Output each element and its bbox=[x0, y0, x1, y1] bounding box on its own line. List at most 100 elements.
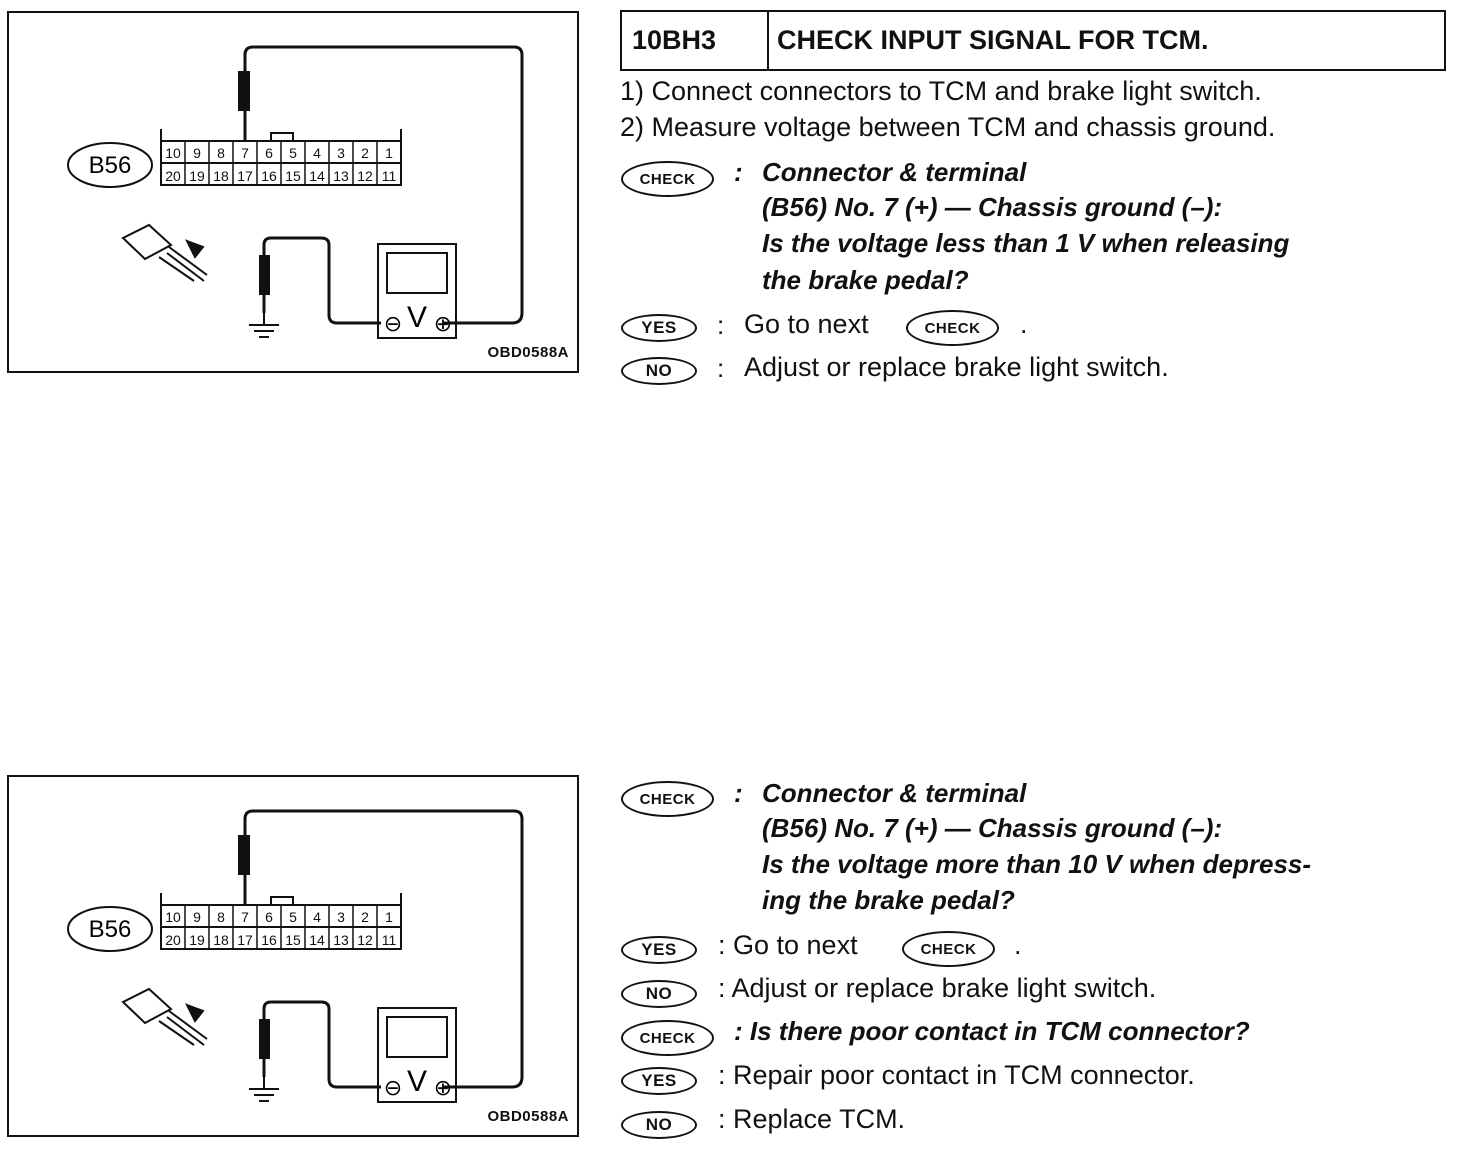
connector-pictogram-icon bbox=[121, 223, 208, 282]
step-header: 10BH3 CHECK INPUT SIGNAL FOR TCM. bbox=[620, 10, 1446, 71]
check-badge-icon: CHECK bbox=[906, 310, 999, 346]
connector-pin-label: 18 bbox=[213, 168, 229, 184]
probe-ground bbox=[259, 255, 270, 295]
check3-no-text: : Replace TCM. bbox=[718, 1104, 906, 1134]
yes-badge-icon: YES bbox=[621, 314, 697, 342]
connector-pin-label: 19 bbox=[189, 932, 205, 948]
connector-pin-label: 16 bbox=[261, 932, 277, 948]
connector-pin-label: 17 bbox=[237, 932, 253, 948]
step-title: CHECK INPUT SIGNAL FOR TCM. bbox=[777, 25, 1209, 55]
ground-symbol-icon bbox=[249, 1077, 279, 1102]
check-badge-icon: CHECK bbox=[621, 1020, 714, 1056]
probe-positive bbox=[238, 71, 250, 111]
connector-pin-label: 3 bbox=[337, 909, 345, 925]
probe-wire-positive bbox=[243, 45, 524, 325]
connector-pin-label: 19 bbox=[189, 168, 205, 184]
check1-line-1: Connector & terminal bbox=[762, 157, 1027, 187]
connector-label-oval bbox=[67, 142, 153, 188]
check1-yes-text: Go to next bbox=[744, 309, 869, 339]
check2-yes-tail: . bbox=[1014, 930, 1022, 960]
check2-line-2: (B56) No. 7 (+) — Chassis ground (–): bbox=[762, 813, 1223, 843]
connector-pin-label: 13 bbox=[333, 168, 349, 184]
check2-line-3: Is the voltage more than 10 V when depre… bbox=[762, 849, 1312, 879]
connector-label: B56 bbox=[89, 916, 132, 943]
yes-badge-icon: YES bbox=[621, 936, 697, 964]
connector-pin-label: 12 bbox=[357, 168, 373, 184]
connector-pin-label: 20 bbox=[165, 932, 181, 948]
probe-wire-ground bbox=[262, 236, 381, 325]
check1-line-3: Is the voltage less than 1 V when releas… bbox=[762, 228, 1290, 258]
connector-pin-label: 10 bbox=[165, 145, 181, 161]
connector-pin-label: 4 bbox=[313, 145, 321, 161]
connector-pin-label: 1 bbox=[385, 145, 393, 161]
connector-pin-label: 9 bbox=[193, 145, 201, 161]
connector-pin-label: 20 bbox=[165, 168, 181, 184]
connector-pin-label: 17 bbox=[237, 168, 253, 184]
figure-id: OBD0588A bbox=[487, 1108, 569, 1125]
connector-pin-label: 5 bbox=[289, 145, 297, 161]
connector-pin-label: 4 bbox=[313, 909, 321, 925]
check3-question: : Is there poor contact in TCM connector… bbox=[734, 1016, 1250, 1046]
check2-line-4: ing the brake pedal? bbox=[762, 885, 1015, 915]
probe-wire-ground bbox=[262, 1000, 381, 1089]
check3-yes-text: : Repair poor contact in TCM connector. bbox=[718, 1060, 1195, 1090]
colon: : bbox=[717, 353, 725, 383]
connector-pin-label: 13 bbox=[333, 932, 349, 948]
voltmeter-symbol: V bbox=[407, 301, 427, 334]
connector-pin-label: 11 bbox=[382, 932, 397, 948]
voltmeter bbox=[377, 243, 457, 339]
no-badge-icon: NO bbox=[621, 980, 697, 1008]
check1-line-4: the brake pedal? bbox=[762, 265, 969, 295]
connector-pin-label: 14 bbox=[309, 932, 325, 948]
ground-symbol-icon bbox=[249, 313, 279, 338]
connector-pin-label: 15 bbox=[285, 932, 301, 948]
check2-yes-text: : Go to next bbox=[718, 930, 858, 960]
check-badge-icon: CHECK bbox=[621, 781, 714, 817]
connector-pin-label: 9 bbox=[193, 909, 201, 925]
no-badge-icon: NO bbox=[621, 357, 697, 385]
instruction-1: 1) Connect connectors to TCM and brake l… bbox=[620, 76, 1262, 106]
plus-terminal-icon: ⊕ bbox=[434, 1076, 452, 1101]
connector-pin-label: 1 bbox=[385, 909, 393, 925]
connector-pin-label: 8 bbox=[217, 145, 225, 161]
probe-ground bbox=[259, 1019, 270, 1059]
connector-pin-label: 12 bbox=[357, 932, 373, 948]
step-code: 10BH3 bbox=[622, 12, 769, 69]
check-badge-icon: CHECK bbox=[902, 931, 995, 967]
connector-pin-label: 5 bbox=[289, 909, 297, 925]
check1-yes-tail: . bbox=[1020, 309, 1028, 339]
connector-pin-label: 3 bbox=[337, 145, 345, 161]
instruction-2: 2) Measure voltage between TCM and chass… bbox=[620, 112, 1276, 142]
connector-label-oval bbox=[67, 906, 153, 952]
yes-badge-icon: YES bbox=[621, 1067, 697, 1095]
colon: : bbox=[734, 157, 743, 187]
check1-no-text: Adjust or replace brake light switch. bbox=[744, 352, 1169, 382]
check2-no-text: : Adjust or replace brake light switch. bbox=[718, 973, 1157, 1003]
connector-pin-label: 11 bbox=[382, 168, 397, 184]
connector-pin-label: 18 bbox=[213, 932, 229, 948]
check-badge-icon: CHECK bbox=[621, 161, 714, 197]
connector-pin-label: 8 bbox=[217, 909, 225, 925]
connector-pin-label: 15 bbox=[285, 168, 301, 184]
connector-pin-label: 7 bbox=[241, 909, 249, 925]
probe-positive bbox=[238, 835, 250, 875]
colon: : bbox=[734, 778, 743, 808]
connector-pin-label: 2 bbox=[361, 909, 369, 925]
connector-pictogram-icon bbox=[121, 987, 208, 1046]
check1-line-2: (B56) No. 7 (+) — Chassis ground (–): bbox=[762, 192, 1223, 222]
connector-pin-label: 10 bbox=[165, 909, 181, 925]
voltmeter-symbol: V bbox=[407, 1065, 427, 1098]
figure-id: OBD0588A bbox=[487, 344, 569, 361]
colon: : bbox=[717, 310, 725, 340]
connector-pin-label: 6 bbox=[265, 145, 273, 161]
connector-pin-label: 7 bbox=[241, 145, 249, 161]
connector-pin-label: 6 bbox=[265, 909, 273, 925]
plus-terminal-icon: ⊕ bbox=[434, 312, 452, 337]
check2-line-1: Connector & terminal bbox=[762, 778, 1027, 808]
connector-pin-label: 14 bbox=[309, 168, 325, 184]
minus-terminal-icon: ⊖ bbox=[384, 312, 402, 337]
